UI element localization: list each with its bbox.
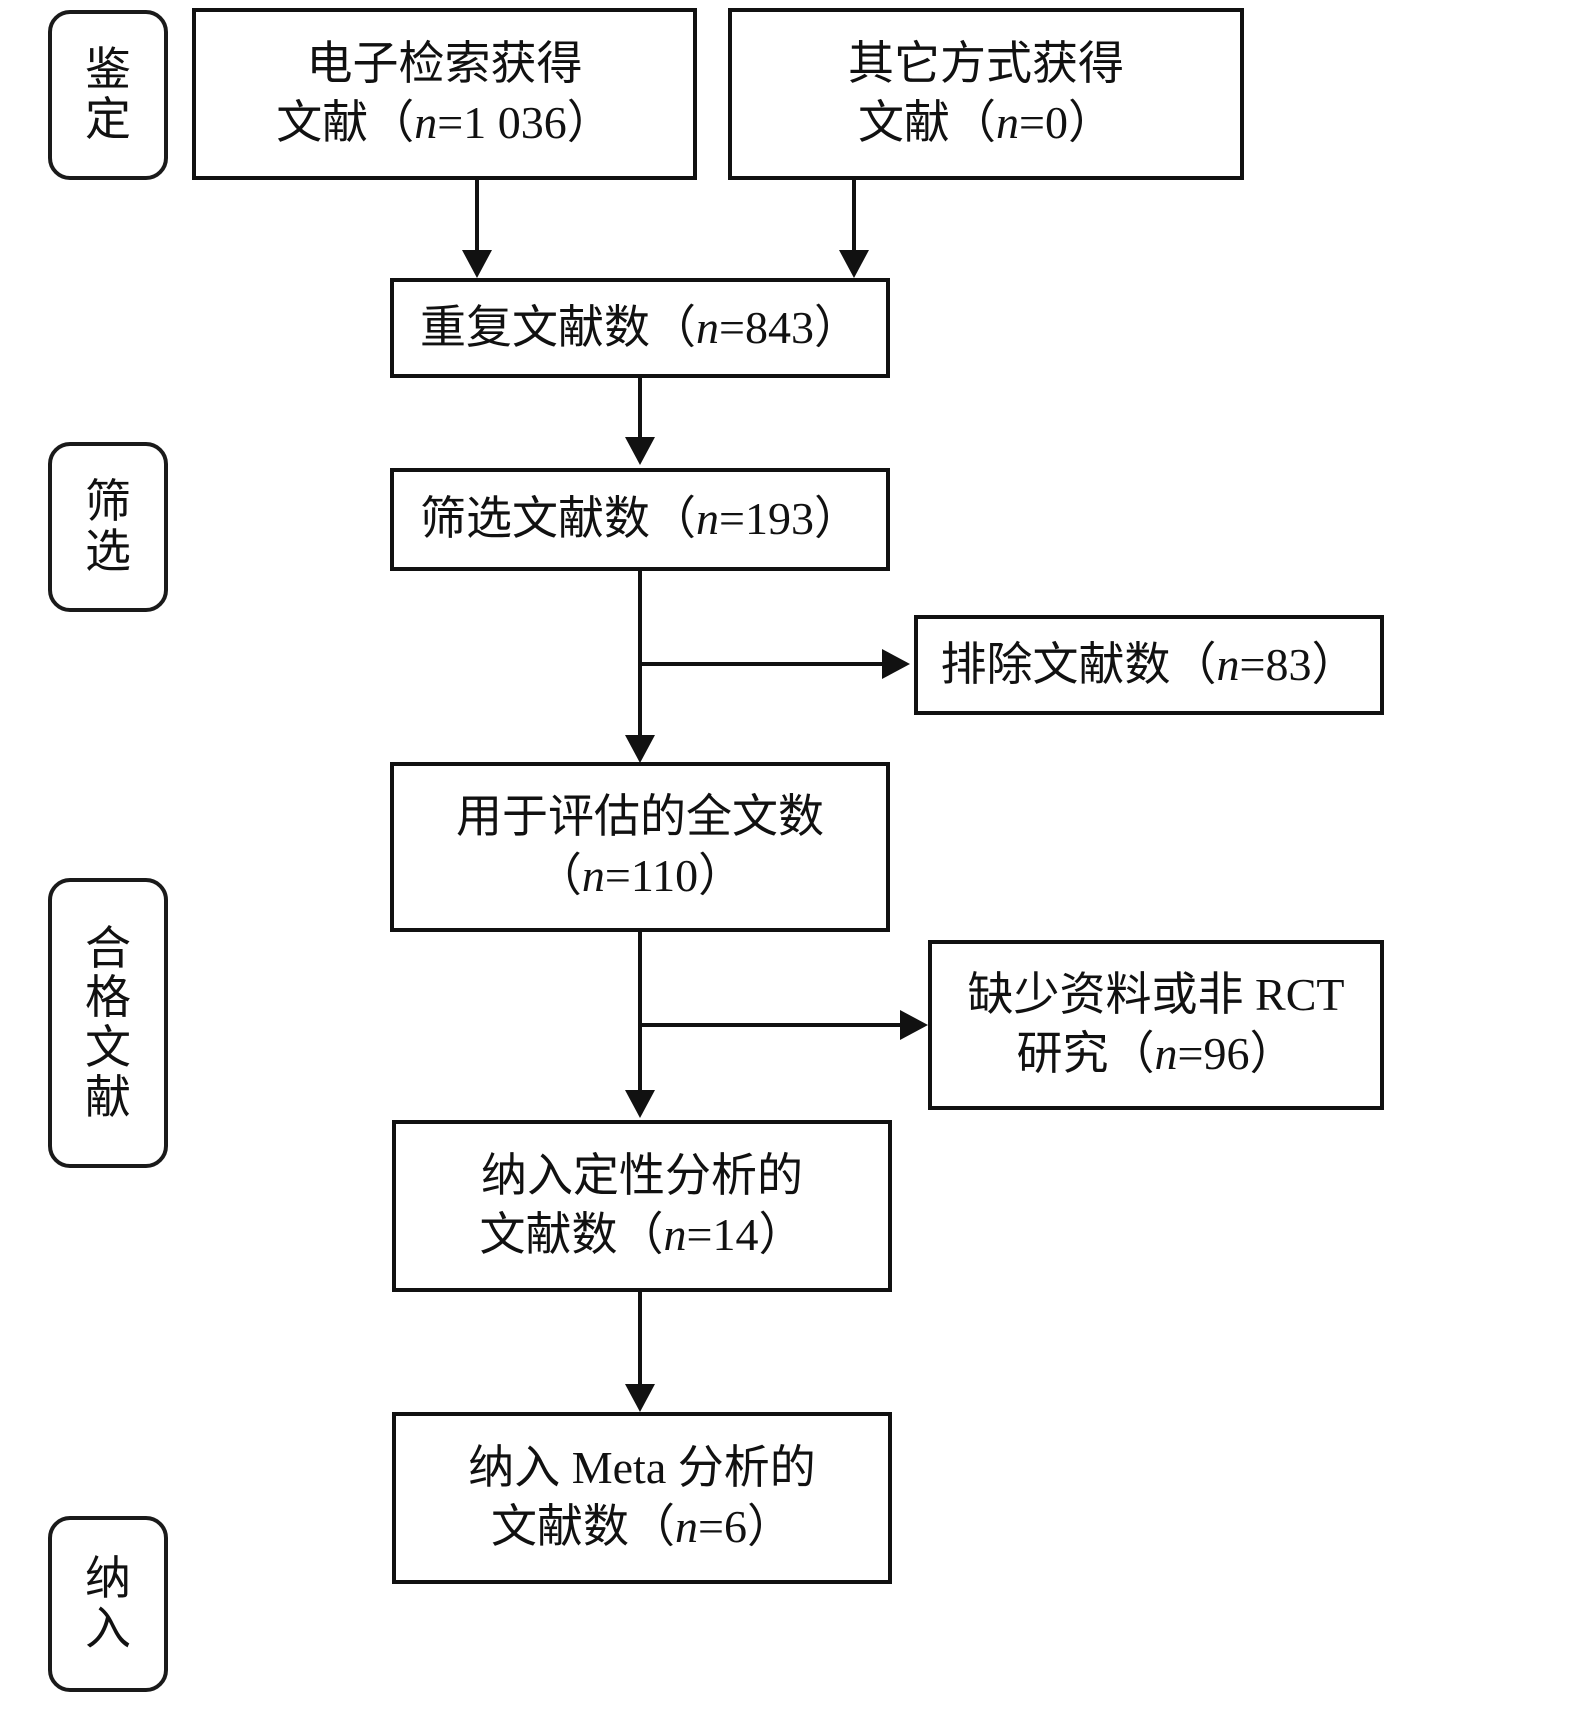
box-line-2: 文献数（n=14）	[479, 1209, 805, 1260]
box-line-1: 重复文献数（n=843）	[420, 301, 860, 353]
box-line-1: 其它方式获得	[848, 38, 1124, 90]
box-line-1: 电子检索获得	[306, 38, 583, 90]
arrow-screened-to-fulltext	[625, 735, 655, 763]
box-line-2: 文献（n=0）	[858, 97, 1114, 148]
box-line-1: 用于评估的全文数	[456, 791, 824, 843]
box-line-1: 筛选文献数（n=193）	[420, 493, 860, 545]
stage-label-identification: 鉴 定	[48, 10, 168, 180]
stage-label-char: 定	[85, 94, 131, 145]
stage-label-char: 筛	[85, 476, 131, 528]
arrow-duplicates-to-screened	[625, 437, 655, 465]
box-line-1: 缺少资料或非 RCT	[967, 969, 1345, 1021]
box-line-2: （n=110）	[535, 850, 745, 901]
connector-db-to-duplicates	[475, 180, 479, 254]
stage-label-included: 纳 入	[48, 1516, 168, 1692]
box-full-text-assessed: 用于评估的全文数 （n=110）	[390, 762, 890, 932]
arrow-qualitative-to-meta	[625, 1384, 655, 1412]
box-records-excluded: 排除文献数（n=83）	[914, 615, 1384, 715]
connector-other-to-duplicates	[852, 180, 856, 254]
stage-label-char: 献	[85, 1071, 131, 1123]
stage-label-char: 文	[85, 1022, 131, 1073]
box-records-screened: 筛选文献数（n=193）	[390, 468, 890, 571]
arrow-other-to-duplicates	[839, 250, 869, 278]
stage-label-char: 合	[85, 922, 131, 974]
stage-label-char: 鉴	[85, 44, 131, 96]
arrow-screened-to-excluded	[882, 649, 910, 679]
stage-label-char: 入	[85, 1603, 131, 1654]
stage-label-eligibility: 合 格 文 献	[48, 878, 168, 1168]
stage-label-screening: 筛 选	[48, 442, 168, 612]
connector-qualitative-to-meta	[638, 1292, 642, 1398]
box-records-database: 电子检索获得 文献（n=1 036）	[192, 8, 697, 180]
box-meta-analysis: 纳入 Meta 分析的 文献数（n=6）	[392, 1412, 892, 1584]
box-line-2: 文献数（n=6）	[491, 1501, 793, 1552]
arrow-fulltext-to-qualitative	[625, 1090, 655, 1118]
arrow-db-to-duplicates	[462, 250, 492, 278]
box-duplicates-removed: 重复文献数（n=843）	[390, 278, 890, 378]
stage-label-char: 纳	[85, 1553, 131, 1605]
box-line-2: 文献（n=1 036）	[276, 97, 613, 148]
box-records-other-sources: 其它方式获得 文献（n=0）	[728, 8, 1244, 180]
box-full-text-excluded: 缺少资料或非 RCT 研究（n=96）	[928, 940, 1384, 1110]
box-line-2: 研究（n=96）	[1016, 1028, 1296, 1079]
box-line-1: 纳入定性分析的	[481, 1150, 803, 1202]
box-qualitative-synthesis: 纳入定性分析的 文献数（n=14）	[392, 1120, 892, 1292]
arrow-fulltext-to-excluded	[900, 1010, 928, 1040]
connector-fulltext-to-excluded	[638, 1023, 906, 1027]
connector-duplicates-to-screened	[638, 378, 642, 440]
stage-label-char: 格	[85, 972, 131, 1024]
connector-fulltext-to-qualitative	[638, 932, 642, 1104]
connector-screened-to-excluded	[638, 662, 888, 666]
connector-screened-to-fulltext	[638, 571, 642, 749]
box-line-1: 纳入 Meta 分析的	[468, 1442, 816, 1494]
stage-label-char: 选	[85, 526, 131, 577]
box-line-1: 排除文献数（n=83）	[940, 638, 1358, 690]
